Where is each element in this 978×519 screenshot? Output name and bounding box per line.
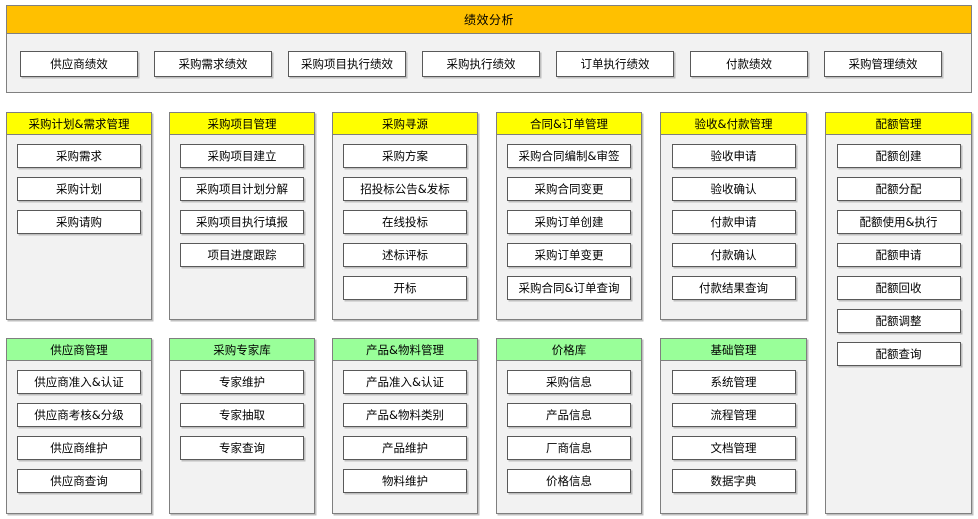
item-data-dictionary[interactable]: 数据字典 xyxy=(671,469,796,493)
panel-expert: 采购专家库 专家维护 专家抽取 专家查询 xyxy=(169,338,315,514)
item-purchase-scheme[interactable]: 采购方案 xyxy=(343,144,467,168)
item-payment-result-query[interactable]: 付款结果查询 xyxy=(671,276,796,300)
perf-button-demand[interactable]: 采购需求绩效 xyxy=(154,50,272,77)
panel-product-material: 产品&物料管理 产品准入&认证 产品&物料类别 产品维护 物料维护 xyxy=(332,338,478,514)
item-product-material-category[interactable]: 产品&物料类别 xyxy=(343,403,467,427)
panel-purchase-plan-title: 采购计划&需求管理 xyxy=(7,113,151,135)
panel-basic-management-items: 系统管理 流程管理 文档管理 数据字典 xyxy=(661,361,806,501)
panel-supplier: 供应商管理 供应商准入&认证 供应商考核&分级 供应商维护 供应商查询 xyxy=(6,338,152,514)
item-quota-usage-execution[interactable]: 配额使用&执行 xyxy=(836,210,961,234)
panel-contract-order: 合同&订单管理 采购合同编制&审签 采购合同变更 采购订单创建 采购订单变更 采… xyxy=(496,112,642,320)
panel-expert-items: 专家维护 专家抽取 专家查询 xyxy=(170,361,314,468)
item-product-admission[interactable]: 产品准入&认证 xyxy=(343,370,467,394)
item-expert-query[interactable]: 专家查询 xyxy=(180,436,304,460)
item-payment-application[interactable]: 付款申请 xyxy=(671,210,796,234)
item-acceptance-application[interactable]: 验收申请 xyxy=(671,144,796,168)
item-expert-maintenance[interactable]: 专家维护 xyxy=(180,370,304,394)
panel-supplier-title: 供应商管理 xyxy=(7,339,151,361)
item-supplier-maintenance[interactable]: 供应商维护 xyxy=(17,436,141,460)
item-supplier-assessment[interactable]: 供应商考核&分级 xyxy=(17,403,141,427)
item-quota-query[interactable]: 配额查询 xyxy=(836,342,961,366)
item-quota-recovery[interactable]: 配额回收 xyxy=(836,276,961,300)
panel-purchase-plan-items: 采购需求 采购计划 采购请购 xyxy=(7,135,151,242)
panel-purchase-project-title: 采购项目管理 xyxy=(170,113,314,135)
item-purchase-requisition[interactable]: 采购请购 xyxy=(17,210,141,234)
panel-sourcing-title: 采购寻源 xyxy=(333,113,477,135)
panel-acceptance-payment: 验收&付款管理 验收申请 验收确认 付款申请 付款确认 付款结果查询 xyxy=(660,112,807,320)
panel-price-library-title: 价格库 xyxy=(497,339,641,361)
item-material-maintenance[interactable]: 物料维护 xyxy=(343,469,467,493)
perf-button-purchase-execution[interactable]: 采购执行绩效 xyxy=(422,50,540,77)
panel-contract-order-title: 合同&订单管理 xyxy=(497,113,641,135)
item-quota-application[interactable]: 配额申请 xyxy=(836,243,961,267)
perf-button-supplier[interactable]: 供应商绩效 xyxy=(20,50,138,77)
item-bid-evaluation[interactable]: 述标评标 xyxy=(343,243,467,267)
panel-quota: 配额管理 配额创建 配额分配 配额使用&执行 配额申请 配额回收 配额调整 配额… xyxy=(825,112,972,514)
item-quota-creation[interactable]: 配额创建 xyxy=(836,144,961,168)
item-order-creation[interactable]: 采购订单创建 xyxy=(507,210,631,234)
item-system-management[interactable]: 系统管理 xyxy=(671,370,796,394)
performance-analysis-title: 绩效分析 xyxy=(7,6,971,34)
item-payment-confirmation[interactable]: 付款确认 xyxy=(671,243,796,267)
item-project-plan-breakdown[interactable]: 采购项目计划分解 xyxy=(180,177,304,201)
panel-expert-title: 采购专家库 xyxy=(170,339,314,361)
item-project-setup[interactable]: 采购项目建立 xyxy=(180,144,304,168)
item-purchase-demand[interactable]: 采购需求 xyxy=(17,144,141,168)
item-bid-opening[interactable]: 开标 xyxy=(343,276,467,300)
panel-basic-management-title: 基础管理 xyxy=(661,339,806,361)
performance-analysis-container: 绩效分析 供应商绩效 采购需求绩效 采购项目执行绩效 采购执行绩效 订单执行绩效… xyxy=(6,5,972,93)
item-purchase-plan[interactable]: 采购计划 xyxy=(17,177,141,201)
perf-button-payment[interactable]: 付款绩效 xyxy=(690,50,808,77)
panel-sourcing: 采购寻源 采购方案 招投标公告&发标 在线投标 述标评标 开标 xyxy=(332,112,478,320)
panel-contract-order-items: 采购合同编制&审签 采购合同变更 采购订单创建 采购订单变更 采购合同&订单查询 xyxy=(497,135,641,308)
panel-price-library-items: 采购信息 产品信息 厂商信息 价格信息 xyxy=(497,361,641,501)
item-process-management[interactable]: 流程管理 xyxy=(671,403,796,427)
panel-acceptance-payment-title: 验收&付款管理 xyxy=(661,113,806,135)
panel-supplier-items: 供应商准入&认证 供应商考核&分级 供应商维护 供应商查询 xyxy=(7,361,151,501)
panel-product-material-items: 产品准入&认证 产品&物料类别 产品维护 物料维护 xyxy=(333,361,477,501)
item-document-management[interactable]: 文档管理 xyxy=(671,436,796,460)
perf-button-order-execution[interactable]: 订单执行绩效 xyxy=(556,50,674,77)
item-supplier-admission[interactable]: 供应商准入&认证 xyxy=(17,370,141,394)
panel-quota-items: 配额创建 配额分配 配额使用&执行 配额申请 配额回收 配额调整 配额查询 xyxy=(826,135,971,374)
panel-acceptance-payment-items: 验收申请 验收确认 付款申请 付款确认 付款结果查询 xyxy=(661,135,806,308)
item-quota-adjustment[interactable]: 配额调整 xyxy=(836,309,961,333)
panel-price-library: 价格库 采购信息 产品信息 厂商信息 价格信息 xyxy=(496,338,642,514)
item-acceptance-confirmation[interactable]: 验收确认 xyxy=(671,177,796,201)
panel-basic-management: 基础管理 系统管理 流程管理 文档管理 数据字典 xyxy=(660,338,807,514)
item-product-info[interactable]: 产品信息 xyxy=(507,403,631,427)
item-price-info[interactable]: 价格信息 xyxy=(507,469,631,493)
panel-purchase-project-items: 采购项目建立 采购项目计划分解 采购项目执行填报 项目进度跟踪 xyxy=(170,135,314,275)
item-expert-extraction[interactable]: 专家抽取 xyxy=(180,403,304,427)
item-contract-drafting[interactable]: 采购合同编制&审签 xyxy=(507,144,631,168)
item-supplier-query[interactable]: 供应商查询 xyxy=(17,469,141,493)
item-order-change[interactable]: 采购订单变更 xyxy=(507,243,631,267)
item-project-progress-tracking[interactable]: 项目进度跟踪 xyxy=(180,243,304,267)
panel-product-material-title: 产品&物料管理 xyxy=(333,339,477,361)
item-quota-allocation[interactable]: 配额分配 xyxy=(836,177,961,201)
item-product-maintenance[interactable]: 产品维护 xyxy=(343,436,467,460)
item-online-bidding[interactable]: 在线投标 xyxy=(343,210,467,234)
panel-sourcing-items: 采购方案 招投标公告&发标 在线投标 述标评标 开标 xyxy=(333,135,477,308)
item-project-execution-report[interactable]: 采购项目执行填报 xyxy=(180,210,304,234)
item-bid-announcement[interactable]: 招投标公告&发标 xyxy=(343,177,467,201)
perf-button-project-execution[interactable]: 采购项目执行绩效 xyxy=(288,50,406,77)
item-contract-change[interactable]: 采购合同变更 xyxy=(507,177,631,201)
panel-purchase-plan: 采购计划&需求管理 采购需求 采购计划 采购请购 xyxy=(6,112,152,320)
item-purchase-info[interactable]: 采购信息 xyxy=(507,370,631,394)
performance-analysis-buttons: 供应商绩效 采购需求绩效 采购项目执行绩效 采购执行绩效 订单执行绩效 付款绩效… xyxy=(7,34,971,93)
panel-purchase-project: 采购项目管理 采购项目建立 采购项目计划分解 采购项目执行填报 项目进度跟踪 xyxy=(169,112,315,320)
panel-quota-title: 配额管理 xyxy=(826,113,971,135)
item-manufacturer-info[interactable]: 厂商信息 xyxy=(507,436,631,460)
perf-button-purchase-management[interactable]: 采购管理绩效 xyxy=(824,50,942,77)
item-contract-order-query[interactable]: 采购合同&订单查询 xyxy=(507,276,631,300)
